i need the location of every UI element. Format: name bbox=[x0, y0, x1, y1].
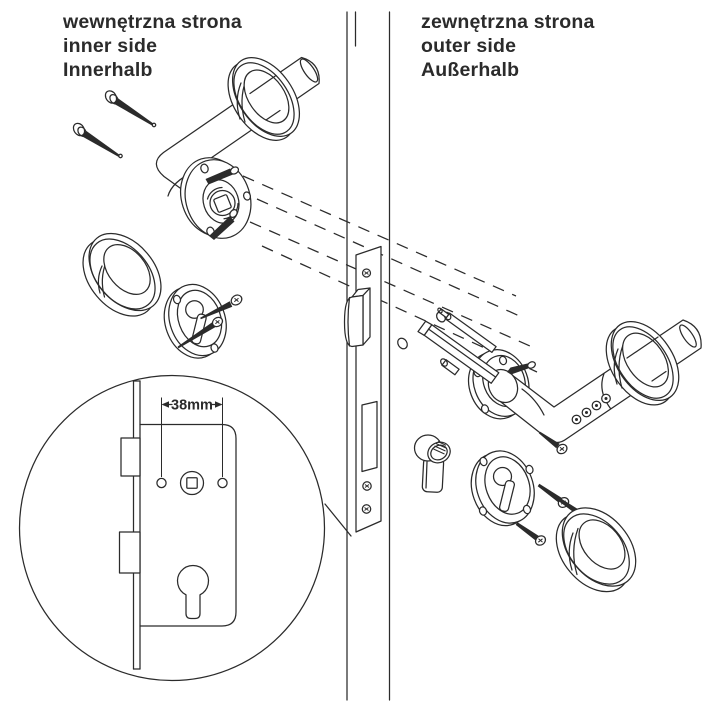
fixing-bolt bbox=[72, 122, 123, 159]
post-stub bbox=[441, 359, 460, 376]
lock-faceplate bbox=[343, 245, 382, 533]
inner-side-label: wewnętrzna strona inner side Innerhalb bbox=[63, 10, 242, 82]
euro-cylinder bbox=[413, 434, 451, 493]
inner-side-label-en: inner side bbox=[63, 35, 158, 57]
handle-end-face bbox=[679, 324, 697, 348]
handle-fixing-screw bbox=[538, 431, 568, 455]
inner-side-label-pl: wewnętrzna strona bbox=[63, 11, 242, 33]
inner-cover-ring bbox=[82, 232, 162, 317]
rosette-fixing-screw bbox=[507, 361, 536, 375]
outer-side-label-pl: zewnętrzna strona bbox=[421, 11, 595, 33]
detail-circle: 38mm bbox=[18, 374, 326, 682]
euro-keyhole bbox=[185, 300, 204, 319]
door-edge bbox=[346, 11, 391, 701]
outer-cover-ring bbox=[555, 507, 637, 593]
key-slot-hatch bbox=[433, 441, 447, 455]
fixing-bolt bbox=[104, 90, 157, 128]
latch-bolt-detail bbox=[120, 437, 141, 477]
detail-leader-line bbox=[324, 503, 352, 537]
outer-lever-handle bbox=[487, 319, 702, 444]
inner-mounting-rosette bbox=[180, 157, 252, 240]
rosette-fixing-pin bbox=[209, 209, 238, 240]
grip-seam bbox=[601, 372, 612, 410]
faceplate-screw-cross bbox=[364, 271, 369, 275]
handle-end-face bbox=[299, 58, 319, 83]
dimension-38mm: 38mm bbox=[161, 397, 223, 477]
rosette-fixing-pin bbox=[205, 166, 240, 185]
outer-side-label-de: Außerhalb bbox=[421, 59, 520, 81]
spindle-and-posts bbox=[417, 307, 536, 384]
outer-side-label: zewnętrzna strona outer side Außerhalb bbox=[421, 10, 595, 82]
dimension-value: 38mm bbox=[171, 398, 213, 414]
escutcheon-screw bbox=[515, 522, 547, 546]
inner-rose-cover-ring bbox=[227, 57, 301, 141]
spindle-square-hole bbox=[213, 194, 232, 213]
euro-keyhole-detail bbox=[176, 564, 210, 620]
escutcheon-screw bbox=[200, 294, 243, 320]
faceplate-cutout bbox=[361, 400, 378, 473]
magnifier-circle bbox=[18, 374, 326, 682]
outer-side-label-en: outer side bbox=[421, 35, 517, 57]
bolt-hole-left bbox=[156, 477, 167, 489]
deadbolt-detail bbox=[118, 531, 141, 574]
escutcheon-screw bbox=[177, 316, 224, 349]
inner-side-label-de: Innerhalb bbox=[63, 59, 153, 81]
latch-bolt bbox=[343, 287, 371, 348]
grip-dots bbox=[571, 393, 611, 425]
outer-rose-cover-ring bbox=[605, 320, 680, 406]
inner-keyhole-escutcheon bbox=[163, 283, 243, 359]
spindle-hub bbox=[179, 470, 205, 496]
inner-fixing-bolts bbox=[72, 90, 157, 159]
bolt-hole-right bbox=[217, 477, 228, 489]
mortise-lock-body bbox=[118, 380, 237, 670]
